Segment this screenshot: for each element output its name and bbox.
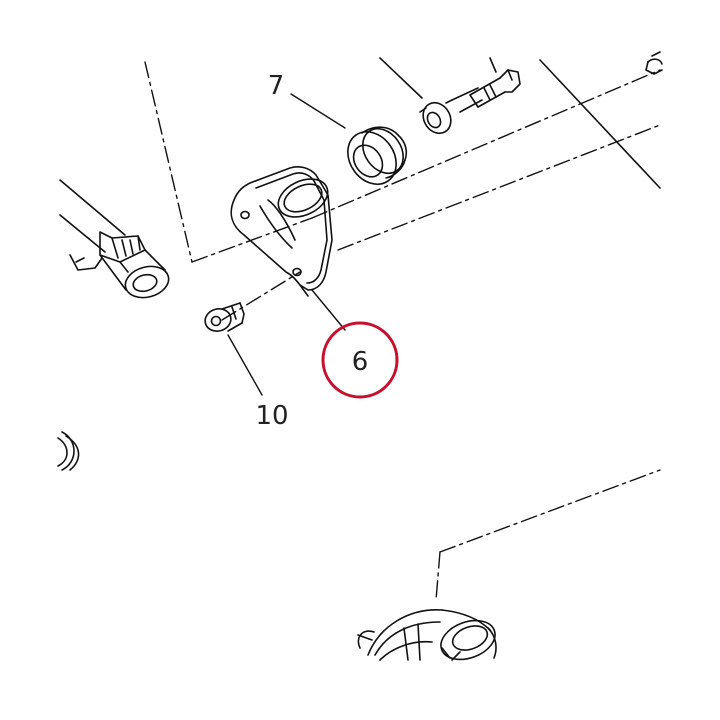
highlight-circle [321,321,399,399]
left-arm-part [59,179,170,299]
spacer-bushing-part-7 [347,126,408,185]
bracket-plate-part-6 [230,166,333,297]
frame-edge-line [539,59,661,189]
assembly-centerlines [144,61,661,601]
bottom-assembly-part [357,609,497,661]
left-arc-fragment [57,431,80,471]
washer-and-bolt [379,57,521,135]
screw-part-10 [204,302,245,332]
callout-6: 6 [352,347,369,377]
callout-7: 7 [268,71,285,101]
callout-10: 10 [255,401,288,431]
top-right-fastener [645,51,663,75]
callout-leaders [227,93,346,396]
